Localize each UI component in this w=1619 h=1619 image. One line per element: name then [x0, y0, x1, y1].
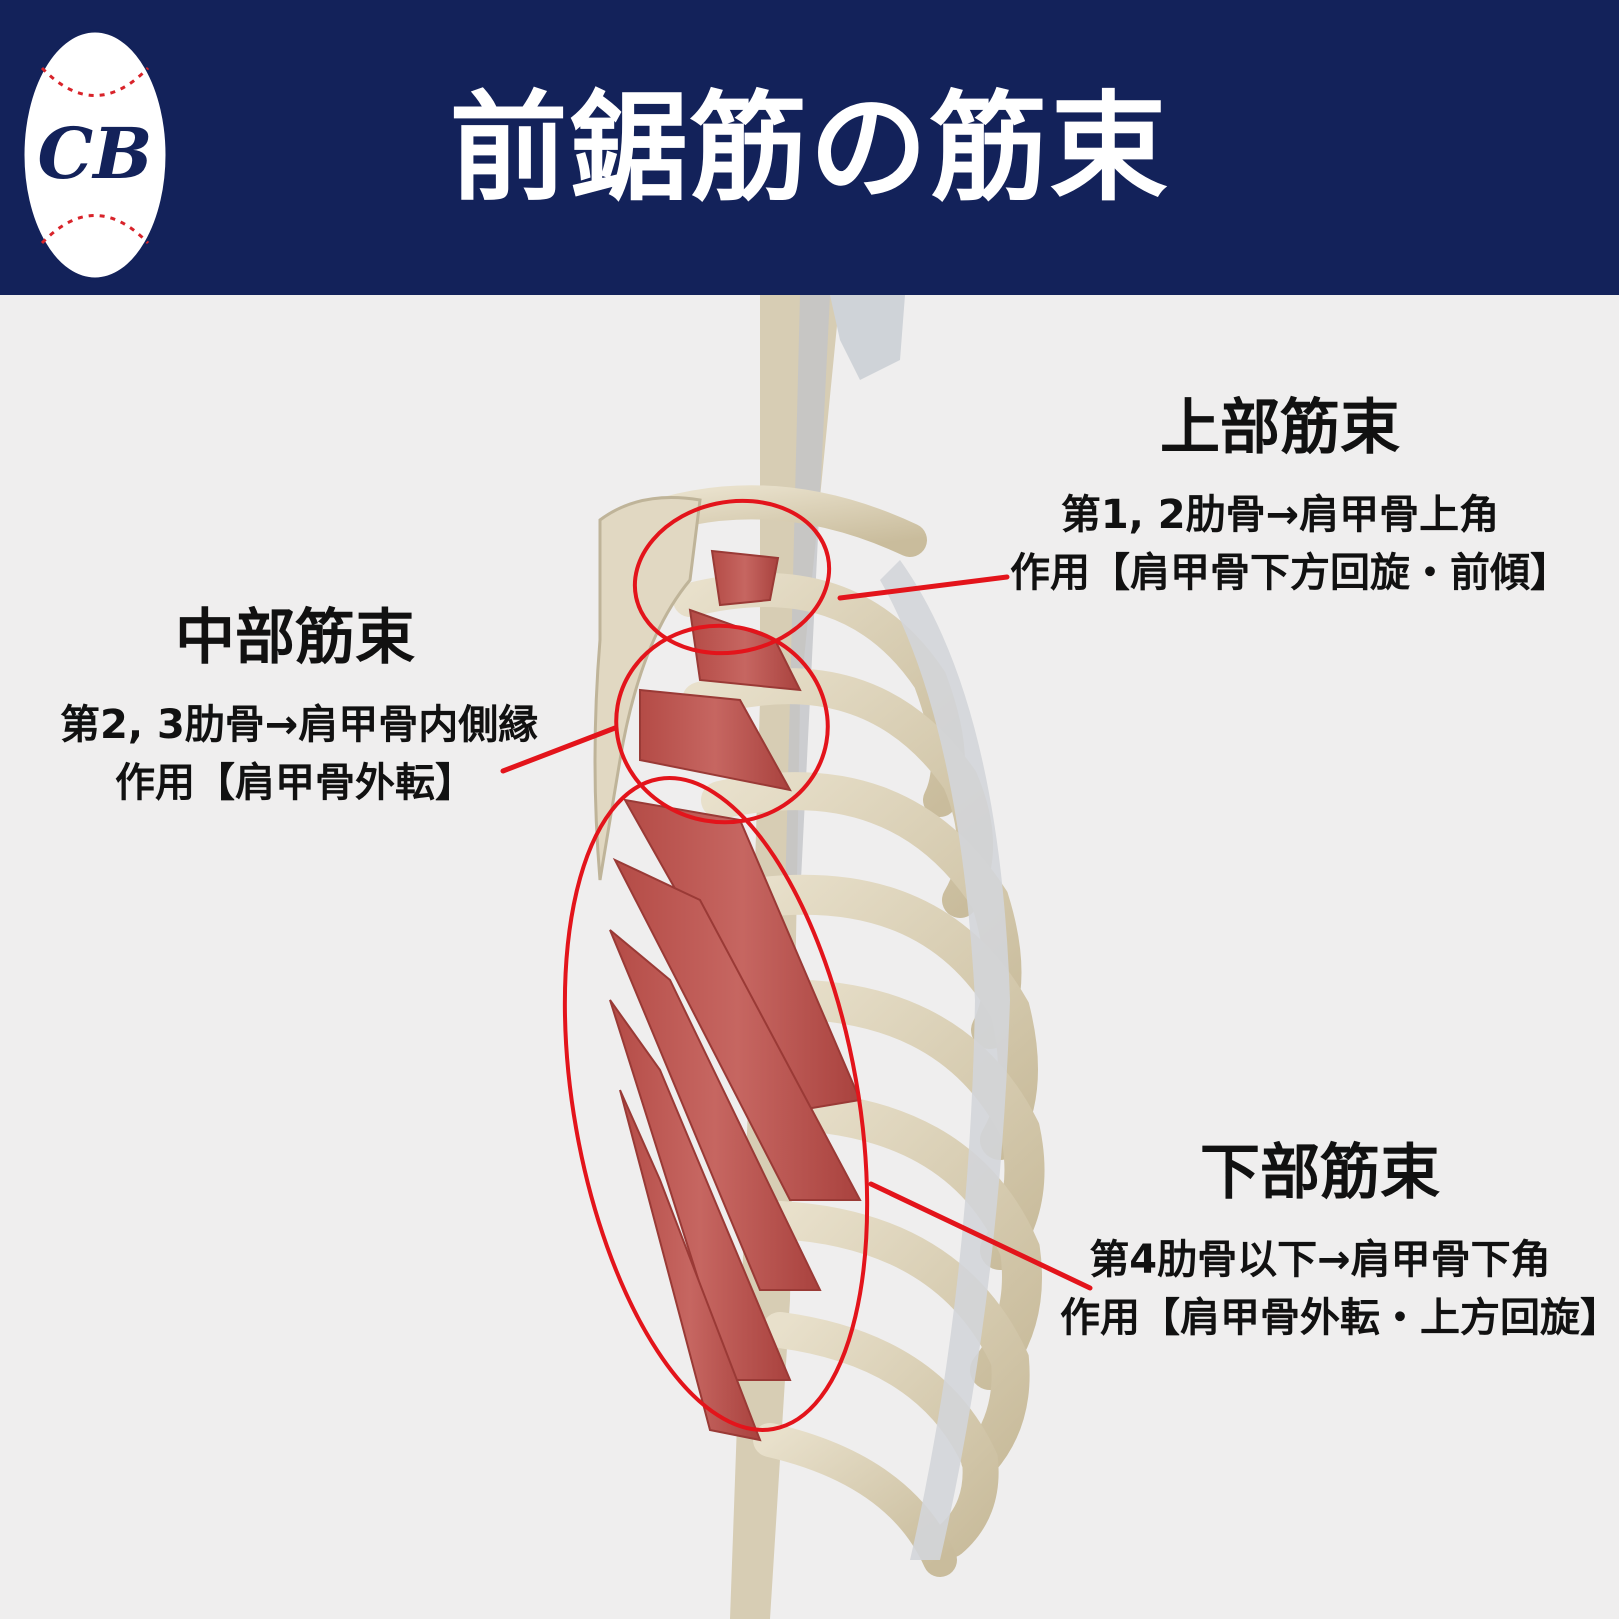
muscle-band-lower-2 — [612, 857, 862, 1201]
anatomy-illustration — [500, 295, 1093, 1619]
baseball-logo: CB — [21, 29, 169, 281]
middle-origin-insertion: 第2, 3肋骨→肩甲骨内側縁 — [60, 702, 539, 748]
highlight-circles — [562, 498, 870, 1432]
lower-fascicle-label: 下部筋束 第4肋骨以下→肩甲骨下角 作用【肩甲骨外転・上方回旋】 — [1060, 1135, 1619, 1347]
leader-lines — [500, 574, 1093, 1291]
middle-fascicle-label: 中部筋束 第2, 3肋骨→肩甲骨内側縁 作用【肩甲骨外転】 — [60, 600, 539, 812]
lower-heading: 下部筋束 — [1200, 1138, 1440, 1208]
logo-text: CB — [38, 112, 153, 195]
muscle-band-upper — [710, 549, 780, 607]
muscle-band-lower-5 — [619, 1089, 762, 1442]
middle-leader-line — [500, 725, 618, 774]
middle-fascicle-circle — [614, 623, 830, 825]
costal-cartilage — [880, 560, 1010, 1560]
lower-action: 作用【肩甲骨外転・上方回旋】 — [1060, 1295, 1619, 1341]
upper-heading: 上部筋束 — [1160, 393, 1400, 463]
upper-fascicle-circle — [632, 498, 832, 656]
upper-fascicle-label: 上部筋束 第1, 2肋骨→肩甲骨上角 作用【肩甲骨下方回旋・前傾】 — [1010, 390, 1570, 602]
middle-action: 作用【肩甲骨外転】 — [115, 760, 475, 806]
header-banner: CB 前鋸筋の筋束 — [0, 0, 1619, 295]
lower-fascicle-circle — [562, 776, 870, 1432]
muscle-band-lower-3 — [609, 929, 822, 1291]
upper-origin-insertion: 第1, 2肋骨→肩甲骨上角 — [1060, 492, 1500, 538]
lower-leader-line — [868, 1181, 1093, 1291]
upper-action: 作用【肩甲骨下方回旋・前傾】 — [1010, 550, 1570, 596]
upper-leader-line — [837, 574, 1010, 601]
page-title: 前鋸筋の筋束 — [449, 79, 1170, 217]
muscle-band-middle-2 — [639, 688, 792, 792]
lower-origin-insertion: 第4肋骨以下→肩甲骨下角 — [1089, 1237, 1551, 1283]
muscle-band-lower-4 — [609, 999, 792, 1381]
middle-heading: 中部筋束 — [175, 603, 415, 673]
